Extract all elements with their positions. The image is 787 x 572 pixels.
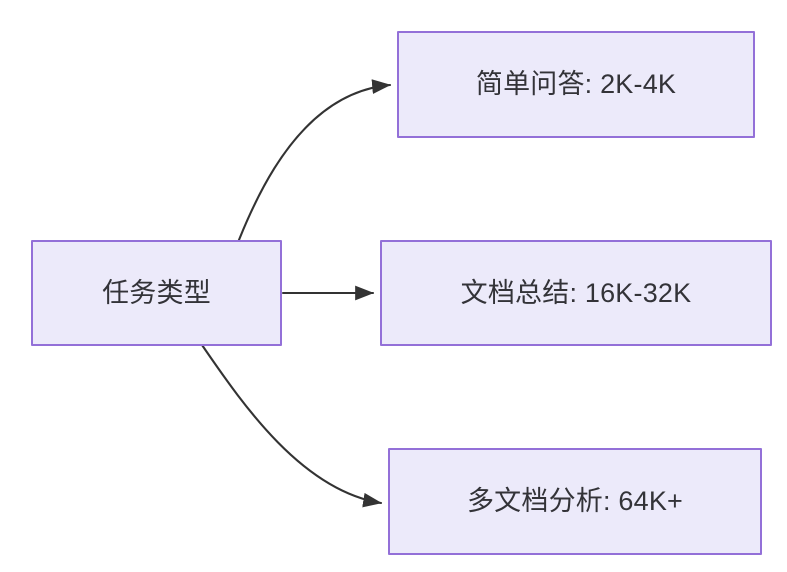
node-task-type[interactable]: 任务类型 [31, 240, 282, 346]
node-task-type-label: 任务类型 [102, 277, 211, 308]
node-simple-qa[interactable]: 简单问答: 2K-4K [397, 31, 755, 138]
node-multi-doc-analysis[interactable]: 多文档分析: 64K+ [388, 448, 762, 555]
edge-source-to-multi-doc [200, 343, 383, 508]
node-doc-summary[interactable]: 文档总结: 16K-32K [380, 240, 772, 346]
node-multi-doc-analysis-label: 多文档分析: 64K+ [466, 486, 683, 517]
node-simple-qa-label: 简单问答: 2K-4K [475, 69, 677, 100]
node-doc-summary-label: 文档总结: 16K-32K [460, 277, 692, 308]
